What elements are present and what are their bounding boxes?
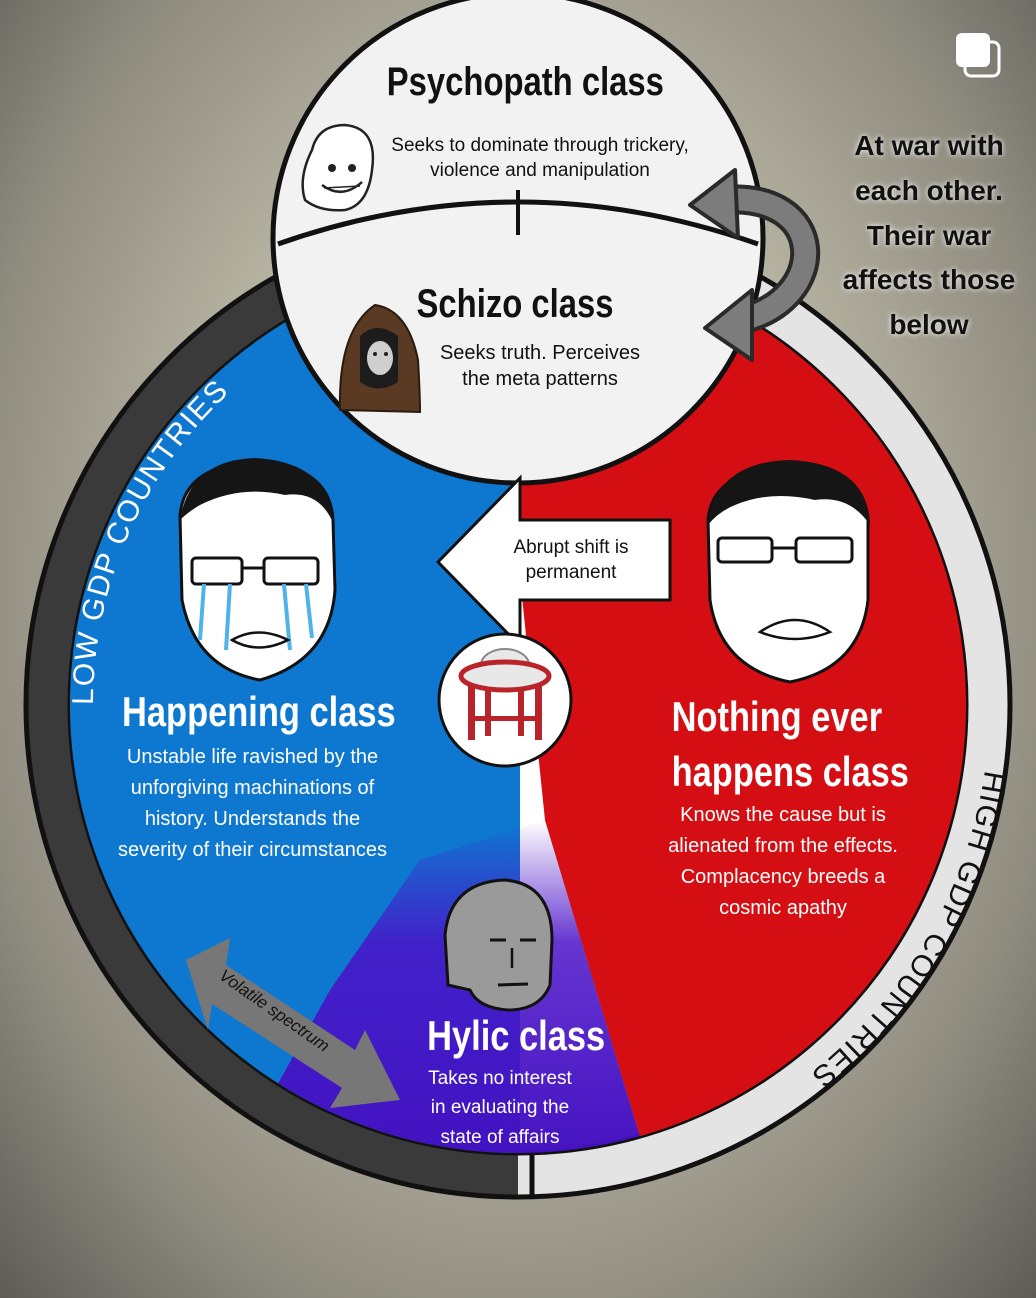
frown-face-icon: [706, 460, 870, 684]
hylic-description: Takes no interest in evaluating the stat…: [428, 1068, 572, 1148]
hylic-title: Hylic class: [427, 1012, 606, 1059]
war-arrow-icon: [688, 168, 820, 362]
happening-description: Unstable life ravished by the unforgivin…: [118, 746, 387, 861]
npc-face-icon: [443, 878, 554, 1012]
psychopath-title: Psychopath class: [386, 60, 664, 104]
crying-face-icon: [178, 458, 337, 682]
copy-icon[interactable]: [956, 33, 1001, 78]
war-note: At war with each other. Their war affect…: [842, 130, 1016, 341]
schizo-description: Seeks truth. Perceives the meta patterns: [439, 342, 641, 390]
schizo-title: Schizo class: [416, 282, 614, 326]
shift-arrow-text: Abrupt shift is permanent: [513, 537, 629, 583]
hooded-figure-icon: [338, 303, 422, 414]
happening-title: Happening class: [122, 688, 396, 735]
table-icon: [437, 632, 573, 768]
grin-face-icon: [301, 123, 375, 212]
nothing-description: Knows the cause but is alienated from th…: [668, 804, 898, 919]
nothing-title: Nothing ever happens class: [671, 693, 909, 795]
psychopath-description: Seeks to dominate through trickery, viol…: [391, 135, 689, 181]
nothing-region: [500, 257, 966, 1153]
